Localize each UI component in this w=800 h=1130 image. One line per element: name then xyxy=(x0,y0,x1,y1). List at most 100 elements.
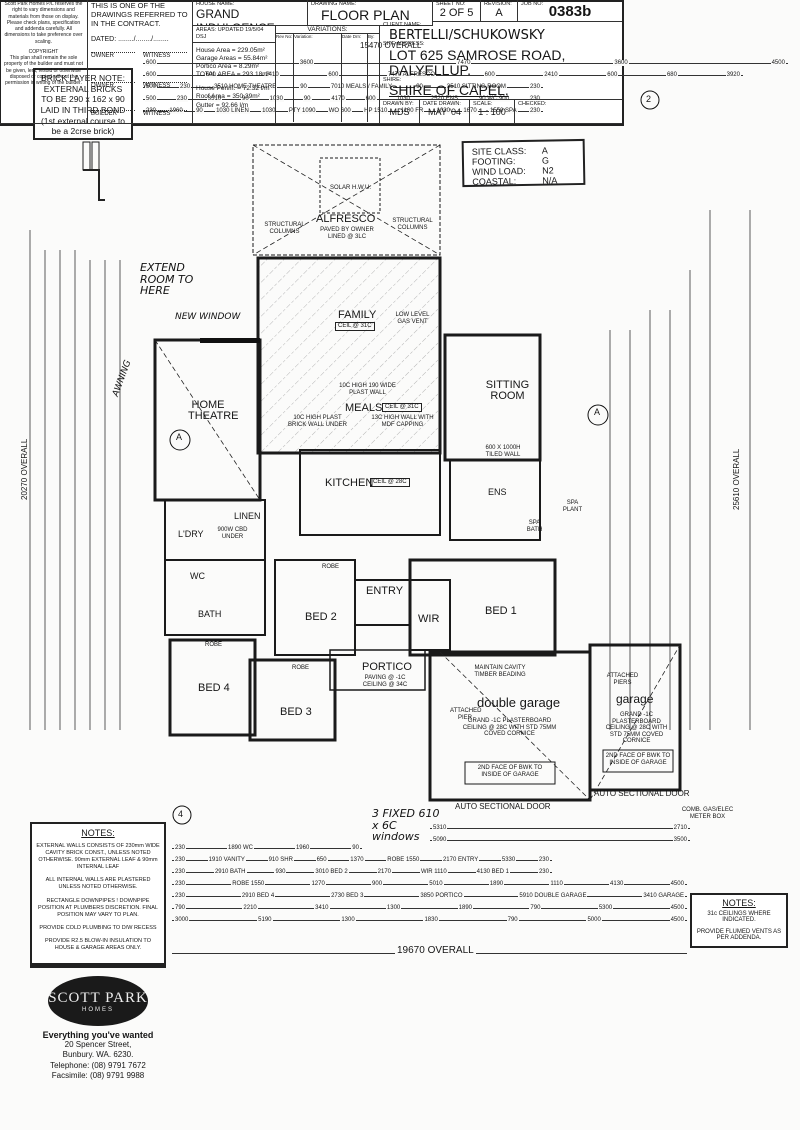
room-label-sitting-room: SITTING ROOM xyxy=(485,379,530,402)
builder-signature-line[interactable]: BUILDER xyxy=(91,110,135,117)
owner-signature-line[interactable]: OWNER xyxy=(91,82,135,89)
handwritten-window-note: NEW WINDOW xyxy=(175,312,241,322)
dimension-value: 3920 xyxy=(725,72,741,78)
dimension-value: 600 xyxy=(483,72,496,78)
witness-signature-line[interactable]: WITNESS xyxy=(143,82,187,89)
dimension-value: 1960 xyxy=(168,108,184,114)
variation-col-date: Date Drn: xyxy=(342,34,368,122)
left-dimension-lines xyxy=(29,230,121,730)
drawn-by: MDS xyxy=(389,107,410,117)
dimension-value: 790 xyxy=(174,905,187,911)
dimension-value: 1030 xyxy=(435,108,451,114)
section-mark: A xyxy=(176,432,183,442)
room-label-entry: ENTRY xyxy=(366,585,404,597)
spa-bath-label: SPA BATH xyxy=(526,520,543,533)
dimension-value: 230 xyxy=(528,84,541,90)
tiled-wall-note: 600 x 1000H TILED WALL xyxy=(485,445,521,458)
house-name-cell: HOUSE NAME:GRAND INDULGENCE xyxy=(193,0,308,26)
dimension-value: 2170 xyxy=(376,869,393,875)
dimension-value: 1110 xyxy=(549,881,564,887)
dimension-value: 1830 xyxy=(423,917,439,923)
room-label-garage: garage xyxy=(616,692,654,706)
area-value: Roof Area = 350.39m² xyxy=(196,93,260,101)
room-label-home-theatre: HOME THEATRE xyxy=(188,399,239,422)
drawing-name: FLOOR PLAN xyxy=(321,7,410,23)
dimension-value: 680 xyxy=(665,72,678,78)
solar-hwu-label: SOLAR H.W.U. xyxy=(329,185,371,191)
note-line: LAID IN THIRD BOND xyxy=(40,104,126,115)
drawing-name-label: DRAWING NAME: xyxy=(311,1,357,7)
dimension-value: 230 xyxy=(537,857,550,863)
scale-cell: Scale:1 : 100 xyxy=(470,100,515,124)
kitchen-ceiling: CEIL @ 28c xyxy=(370,478,410,487)
dimension-value: 910 SHR xyxy=(267,857,294,863)
note-line: be a 2crse brick) xyxy=(51,126,115,137)
cavity-note: MAINTAIN CAVITY TIMBER BEADING xyxy=(474,665,526,678)
dimension-value: 230 xyxy=(175,96,188,102)
attached-piers-note: ATTACHED PIERS xyxy=(606,673,639,686)
dimension-value: 5090 xyxy=(432,837,448,843)
dimension-value: 90 xyxy=(302,96,312,102)
mdf-wall-note: 13c HIGH WALL WITH MDF CAPPING xyxy=(371,415,434,428)
job-label: JOB No: xyxy=(521,1,544,7)
dimension-value: 3600 xyxy=(613,60,629,66)
sheet-number: 2 OF 5 xyxy=(439,7,474,19)
drawn-by-cell: Drawn By:MDS xyxy=(380,100,420,124)
dimension-value: 1300 xyxy=(385,905,402,911)
room-label-portico: PORTICO xyxy=(362,661,412,673)
site-address-line: DALYELLUP. xyxy=(389,61,471,78)
owner-signature-line[interactable]: OWNER xyxy=(91,52,135,59)
dated-field[interactable]: DATED: ......../......../........ xyxy=(91,36,169,43)
note-item: PROVIDE FLUMED VENTS AS PER ADDENDA. xyxy=(696,929,782,941)
area-value: Gutter = 92.66 l/m xyxy=(196,101,249,109)
area-value: TOTAL AREA = 293.18m² xyxy=(196,71,270,79)
dimension-value: 4130 BED 1 xyxy=(475,869,511,875)
dimension-value: 230 xyxy=(174,857,187,863)
drawn-by-label: Drawn By: xyxy=(383,101,414,107)
client-name: BERTELLI/SCHUKOWSKY xyxy=(389,27,545,43)
dimension-value: 1890 xyxy=(457,905,474,911)
dimension-value: 7010 MEALS / FAMILY xyxy=(329,84,394,90)
room-label-meals: MEALS xyxy=(345,402,383,414)
handwritten-extend-note: EXTEND ROOM TO HERE xyxy=(140,261,194,298)
dimension-value: 3850 PORTICO xyxy=(419,893,464,899)
logo-sub: HOMES xyxy=(81,1006,114,1013)
shire: SHIRE OF CAPEL. xyxy=(389,82,509,99)
variations-label: VARIATIONS: xyxy=(276,26,379,34)
dimension-value: 230 xyxy=(174,881,187,887)
witness-signature-line[interactable]: WITNESS xyxy=(143,52,187,59)
bwk-face-note: 2ND FACE OF BWK TO INSIDE OF GARAGE xyxy=(477,765,543,778)
dimension-value: PTY 1090 xyxy=(287,108,317,114)
room-label-bath: BATH xyxy=(198,609,222,619)
dimension-value: 500 xyxy=(145,84,158,90)
notes-title: NOTES: xyxy=(722,898,756,908)
witness-signature-line[interactable]: WITNESS xyxy=(143,110,187,117)
note-line: BRICK LAYER NOTE: xyxy=(41,73,125,83)
bwk-face-note: 2ND FACE OF BWK TO INSIDE OF GARAGE xyxy=(605,753,671,766)
dimension-value: 90 xyxy=(195,108,204,114)
dimension-value: 90 xyxy=(415,84,424,90)
dimension-value: 4130 xyxy=(609,881,625,887)
scott-park-logo: SCOTT PARK HOMES xyxy=(48,976,148,1026)
dimension-value: 5330 xyxy=(500,857,517,863)
dimension-value: 4500 xyxy=(669,905,685,911)
ceiling-notes-box: NOTES: 31c CEILINGS WHERE INDICATED. PRO… xyxy=(690,893,788,948)
bottom-overall-dimension: 19670 OVERALL xyxy=(395,945,476,956)
spa-plant-label: SPA PLANT xyxy=(562,500,583,513)
areas-label: AREAS: UPDATED 19/5/04 DSJ xyxy=(193,27,275,43)
section-mark: 2 xyxy=(646,94,652,104)
dimension-value: HP 1510 xyxy=(363,108,389,114)
dimension-value: 3500 xyxy=(672,837,688,843)
room-label-linen: LINEN xyxy=(234,511,261,521)
handwritten-windows-note: 3 FIXED 610 x 6C windows xyxy=(372,807,440,844)
dimension-value: 3410 GARAGE xyxy=(642,893,685,899)
dimension-value: 1890 WC xyxy=(226,845,254,851)
dimension-value: 230 xyxy=(174,869,187,875)
variation-col-by: By: xyxy=(368,34,375,39)
notes-box: NOTES: EXTERNAL WALLS CONSISTS OF 230mm … xyxy=(30,822,166,965)
dimension-value: 3010 BED 2 xyxy=(314,869,349,875)
